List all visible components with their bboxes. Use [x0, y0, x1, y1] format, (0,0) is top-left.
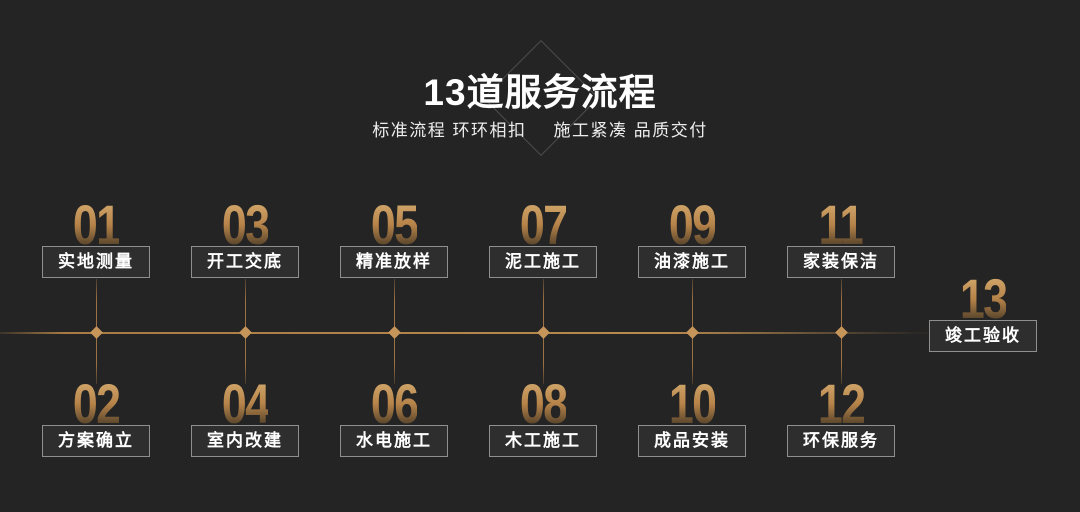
page-title: 13道服务流程: [423, 72, 657, 113]
step-number: 12: [817, 372, 866, 435]
step-number: 11: [818, 193, 865, 256]
step-label-box: 木工施工: [489, 425, 597, 457]
step-label: 竣工验收: [945, 326, 1021, 345]
step-label: 油漆施工: [654, 252, 730, 271]
step-label: 方案确立: [58, 431, 134, 450]
step-07: 07 泥工施工: [463, 193, 623, 278]
step-label: 实地测量: [58, 252, 134, 271]
step-number: 03: [221, 193, 270, 256]
timeline-line: [0, 332, 928, 334]
step-label-box: 竣工验收: [929, 320, 1037, 352]
step-label-box: 室内改建: [191, 425, 299, 457]
step-12: 12 环保服务: [761, 372, 921, 457]
step-number: 10: [668, 372, 717, 435]
timeline-diamond-icon: [834, 326, 848, 339]
connector-line: [840, 334, 842, 384]
step-number: 02: [72, 372, 121, 435]
step-04: 04 室内改建: [165, 372, 325, 457]
step-number: 08: [519, 372, 568, 435]
step-02: 02 方案确立: [16, 372, 176, 457]
step-03: 03 开工交底: [165, 193, 325, 278]
step-11: 11 家装保洁: [761, 193, 921, 278]
step-number: 05: [370, 193, 419, 256]
timeline-diamond-icon: [536, 326, 550, 339]
step-label-box: 泥工施工: [489, 246, 597, 278]
connector-line: [691, 279, 693, 333]
step-number: 04: [221, 372, 270, 435]
connector-line: [393, 279, 395, 333]
timeline-diamond-icon: [238, 326, 252, 339]
step-09: 09 油漆施工: [612, 193, 772, 278]
step-05: 05 精准放样: [314, 193, 474, 278]
timeline-diamond-icon: [387, 326, 401, 339]
step-label-box: 实地测量: [42, 246, 150, 278]
connector-line: [840, 279, 842, 333]
step-label: 精准放样: [356, 252, 432, 271]
connector-line: [244, 279, 246, 333]
step-label: 成品安装: [654, 431, 730, 450]
connector-line: [393, 334, 395, 384]
step-label: 开工交底: [207, 252, 283, 271]
step-label: 室内改建: [207, 431, 283, 450]
connector-line: [95, 279, 97, 333]
timeline-diamond-icon: [685, 326, 699, 339]
step-label-box: 开工交底: [191, 246, 299, 278]
step-label-box: 精准放样: [340, 246, 448, 278]
connector-line: [542, 334, 544, 384]
step-label-box: 方案确立: [42, 425, 150, 457]
step-label-box: 成品安装: [638, 425, 746, 457]
connector-line: [244, 334, 246, 384]
connector-line: [95, 334, 97, 384]
step-label: 泥工施工: [505, 252, 581, 271]
subtitle: 标准流程 环环相扣 施工紧凑 品质交付: [0, 116, 1080, 141]
step-13: 13 竣工验收: [903, 267, 1063, 352]
step-label-box: 油漆施工: [638, 246, 746, 278]
step-06: 06 水电施工: [314, 372, 474, 457]
subtitle-left: 标准流程 环环相扣: [372, 121, 527, 140]
step-label-box: 家装保洁: [787, 246, 895, 278]
step-number: 09: [668, 193, 717, 256]
step-number: 07: [519, 193, 568, 256]
step-label: 家装保洁: [803, 252, 879, 271]
step-label-box: 水电施工: [340, 425, 448, 457]
subtitle-right: 施工紧凑 品质交付: [553, 121, 708, 140]
timeline-diamond-icon: [89, 326, 103, 339]
step-number: 01: [72, 193, 121, 256]
connector-line: [691, 334, 693, 384]
step-label: 木工施工: [505, 431, 581, 450]
step-label: 环保服务: [803, 431, 879, 450]
step-label-box: 环保服务: [787, 425, 895, 457]
step-01: 01 实地测量: [16, 193, 176, 278]
step-label: 水电施工: [356, 431, 432, 450]
step-10: 10 成品安装: [612, 372, 772, 457]
step-08: 08 木工施工: [463, 372, 623, 457]
connector-line: [542, 279, 544, 333]
step-number: 06: [370, 372, 419, 435]
step-number: 13: [959, 267, 1008, 330]
